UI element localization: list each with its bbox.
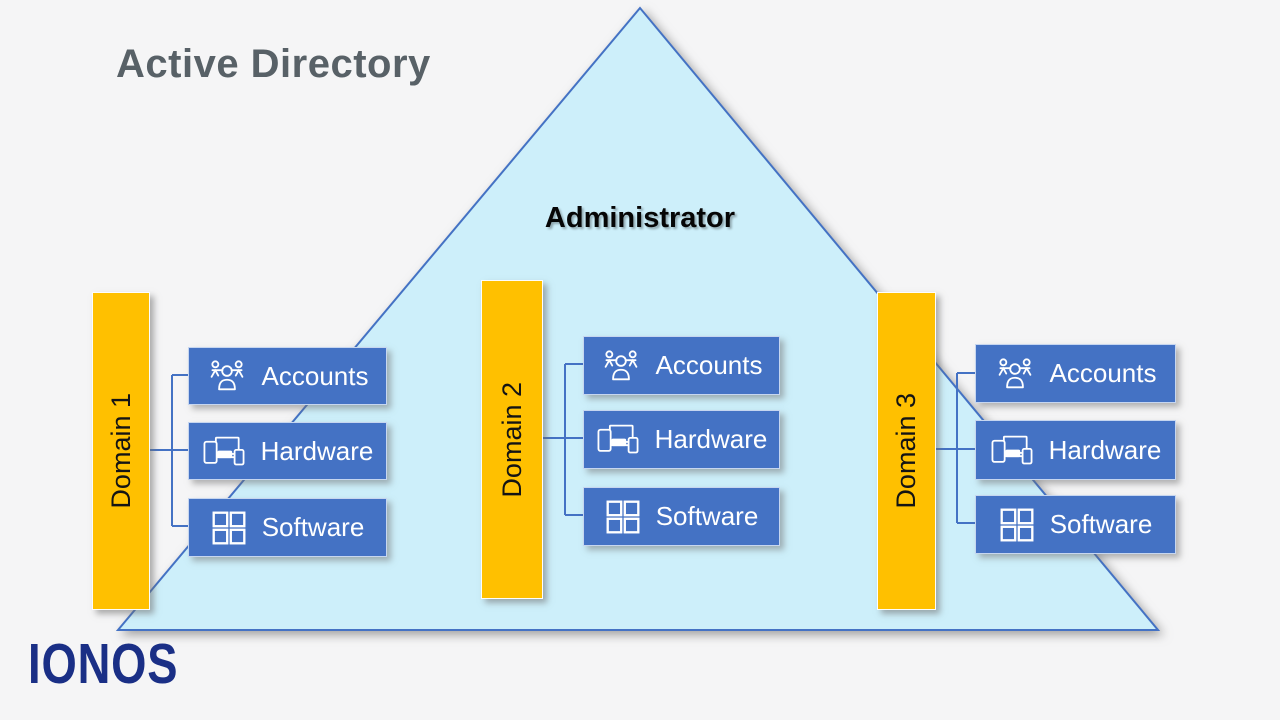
accounts-label: Accounts: [1049, 358, 1157, 388]
domain-2-connectors: [541, 363, 583, 516]
software-label: Software: [655, 501, 759, 531]
hardware-label: Hardware: [1048, 434, 1162, 465]
accounts-icon: [207, 359, 247, 393]
accounts-label: Accounts: [655, 350, 763, 380]
software-icon: [211, 510, 247, 546]
domain-1-bar: Domain 1: [92, 292, 150, 610]
hardware-icon: [202, 435, 246, 468]
domain-3-software-box: Software: [975, 495, 1176, 554]
domain-3-accounts-box: Accounts: [975, 344, 1176, 403]
accounts-icon: [995, 357, 1035, 391]
domain-1-software-box: Software: [188, 498, 387, 557]
domain-3-bar: Domain 3: [877, 292, 936, 610]
hardware-icon: [990, 434, 1034, 467]
software-icon: [999, 507, 1035, 543]
accounts-icon: [601, 349, 641, 383]
accounts-label: Accounts: [261, 360, 369, 391]
hardware-label: Hardware: [260, 435, 374, 466]
software-label: Software: [1049, 509, 1153, 539]
domain-3-label: Domain 3: [891, 393, 921, 509]
domain-2-accounts-box: Accounts: [583, 336, 780, 395]
software-icon: [605, 499, 641, 535]
domain-1-accounts-box: Accounts: [188, 347, 387, 405]
hardware-label: Hardware: [654, 424, 768, 454]
domain-2-hardware-box: Hardware: [583, 410, 780, 469]
domain-3-connectors: [934, 372, 975, 524]
domain-2-label: Domain 2: [496, 381, 527, 498]
hardware-icon: [596, 423, 640, 456]
connector-lines: [148, 363, 975, 527]
domain-1-connectors: [148, 374, 188, 527]
page-title: Active Directory: [116, 42, 431, 86]
ionos-logo: IONOS: [28, 633, 179, 696]
domain-2-software-box: Software: [583, 487, 780, 546]
domain-2-bar: Domain 2: [481, 280, 543, 599]
software-label: Software: [261, 512, 365, 542]
domain-1-label: Domain 1: [105, 393, 136, 509]
domain-3-hardware-box: Hardware: [975, 420, 1176, 480]
administrator-label: Administrator: [544, 202, 736, 234]
domain-1-hardware-box: Hardware: [188, 422, 387, 480]
